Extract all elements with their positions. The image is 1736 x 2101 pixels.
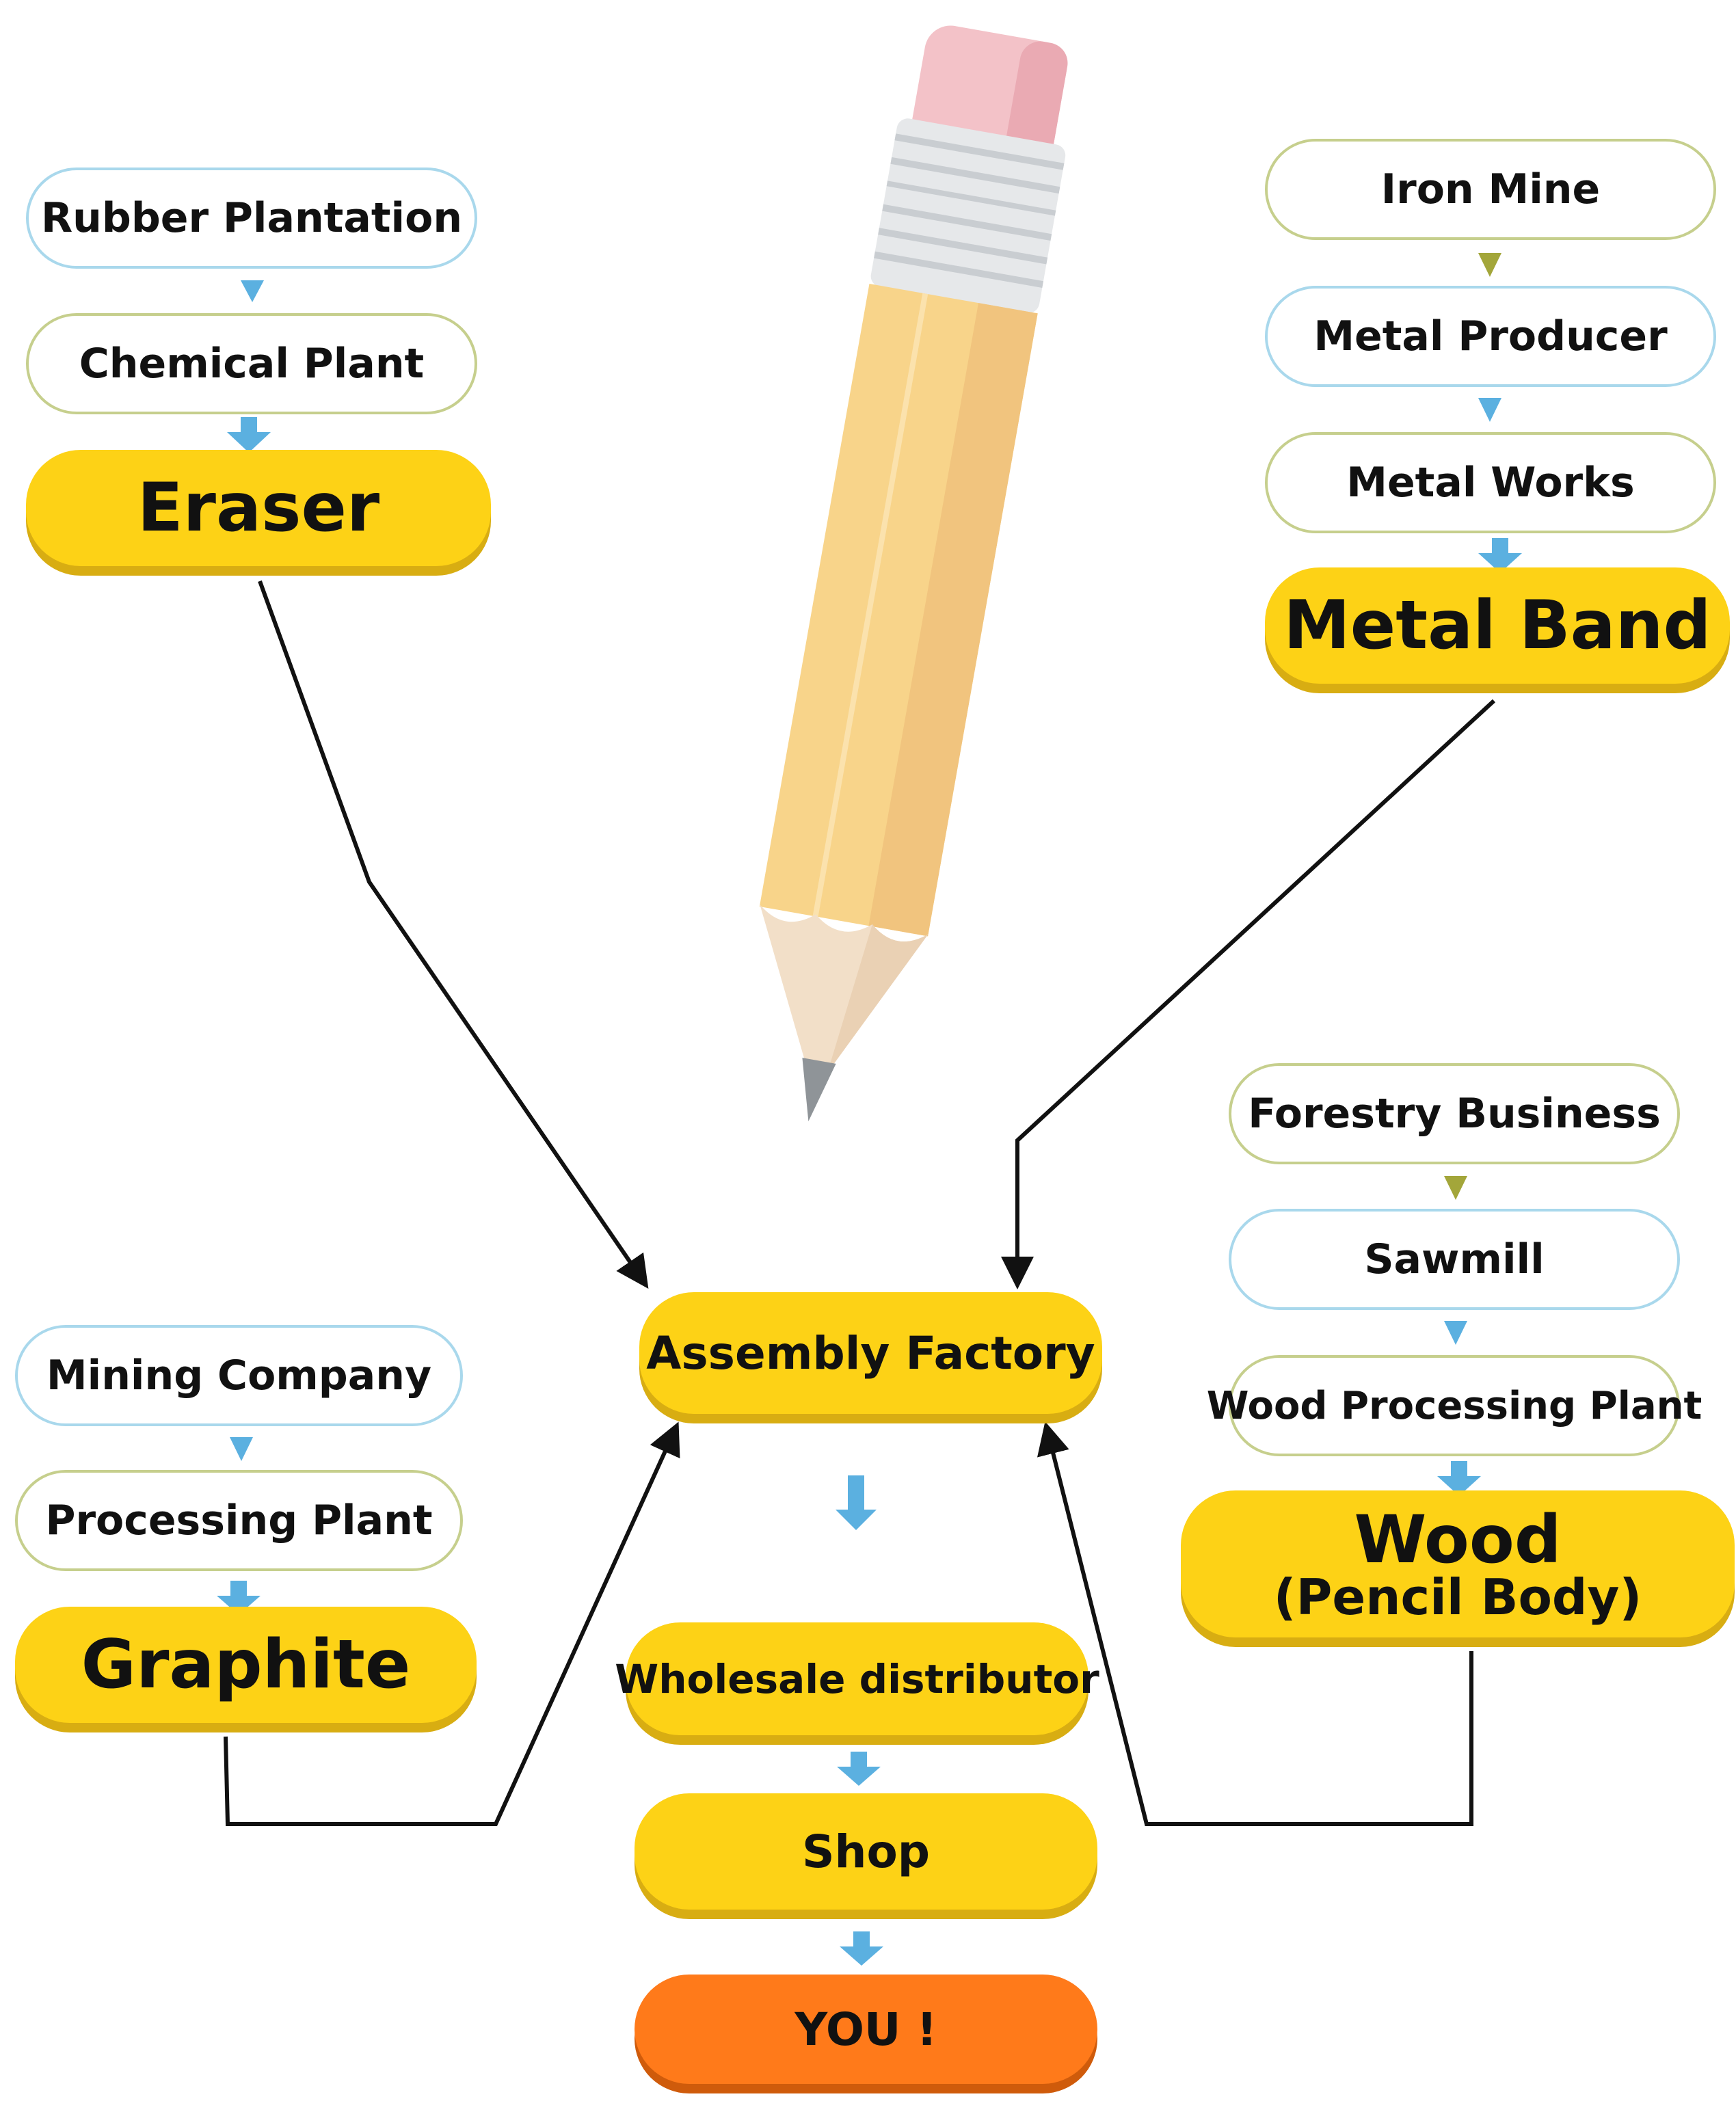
chain-arrow-wholesale-to-shop bbox=[837, 1752, 881, 1786]
pencil-body-label: (Pencil Body) bbox=[1273, 1568, 1642, 1626]
chain-arrow-processing-to-graphite bbox=[217, 1581, 261, 1615]
wood-label: Wood bbox=[1354, 1501, 1562, 1578]
chain-arrow-chemical-to-eraser bbox=[227, 417, 271, 453]
chain-arrow-assembly-to-wholesale bbox=[836, 1475, 877, 1530]
node-eraser: Eraser bbox=[26, 450, 491, 566]
node-shop: Shop bbox=[635, 1793, 1097, 1910]
connector-wood-to-assembly bbox=[1037, 1421, 1473, 1826]
chain-arrow-producer-to-works bbox=[1478, 398, 1501, 422]
chain-arrow-mining-to-processing bbox=[230, 1437, 253, 1461]
node-wood-pencil-body: Wood (Pencil Body) bbox=[1181, 1490, 1735, 1637]
pencil-icon bbox=[759, 25, 1068, 1122]
chain-arrow-works-to-band bbox=[1478, 538, 1522, 573]
node-sawmill: Sawmill bbox=[1229, 1209, 1680, 1310]
node-you: YOU ! bbox=[635, 1975, 1097, 2084]
node-chemical-plant: Chemical Plant bbox=[26, 313, 477, 414]
node-wholesale-distributor: Wholesale distributor bbox=[615, 1622, 1099, 1735]
chain-arrow-iron-to-producer bbox=[1478, 253, 1501, 277]
chain-arrow-sawmill-to-processing bbox=[1444, 1321, 1467, 1345]
chain-arrow-forestry-to-sawmill bbox=[1444, 1176, 1467, 1200]
node-mining-company: Mining Company bbox=[15, 1325, 463, 1426]
node-graphite: Graphite bbox=[15, 1607, 477, 1723]
connector-metal-band-to-assembly bbox=[1001, 699, 1496, 1289]
chain-arrow-rubber-to-chemical bbox=[241, 280, 264, 302]
chain-arrow-processing-to-wood bbox=[1437, 1461, 1481, 1496]
node-assembly-factory: Assembly Factory bbox=[639, 1292, 1102, 1414]
node-iron-mine: Iron Mine bbox=[1265, 139, 1716, 240]
node-metal-works: Metal Works bbox=[1265, 432, 1716, 533]
node-rubber-plantation: Rubber Plantation bbox=[26, 168, 477, 269]
node-metal-band: Metal Band bbox=[1265, 567, 1730, 684]
node-wood-processing-plant: Wood Processing Plant bbox=[1207, 1355, 1702, 1456]
node-processing-plant: Processing Plant bbox=[15, 1470, 463, 1571]
connector-graphite-to-assembly bbox=[224, 1421, 680, 1826]
connector-eraser-to-assembly bbox=[258, 580, 649, 1289]
node-metal-producer: Metal Producer bbox=[1265, 286, 1716, 387]
chain-arrow-shop-to-you bbox=[840, 1931, 883, 1966]
node-forestry-business: Forestry Business bbox=[1229, 1063, 1680, 1164]
